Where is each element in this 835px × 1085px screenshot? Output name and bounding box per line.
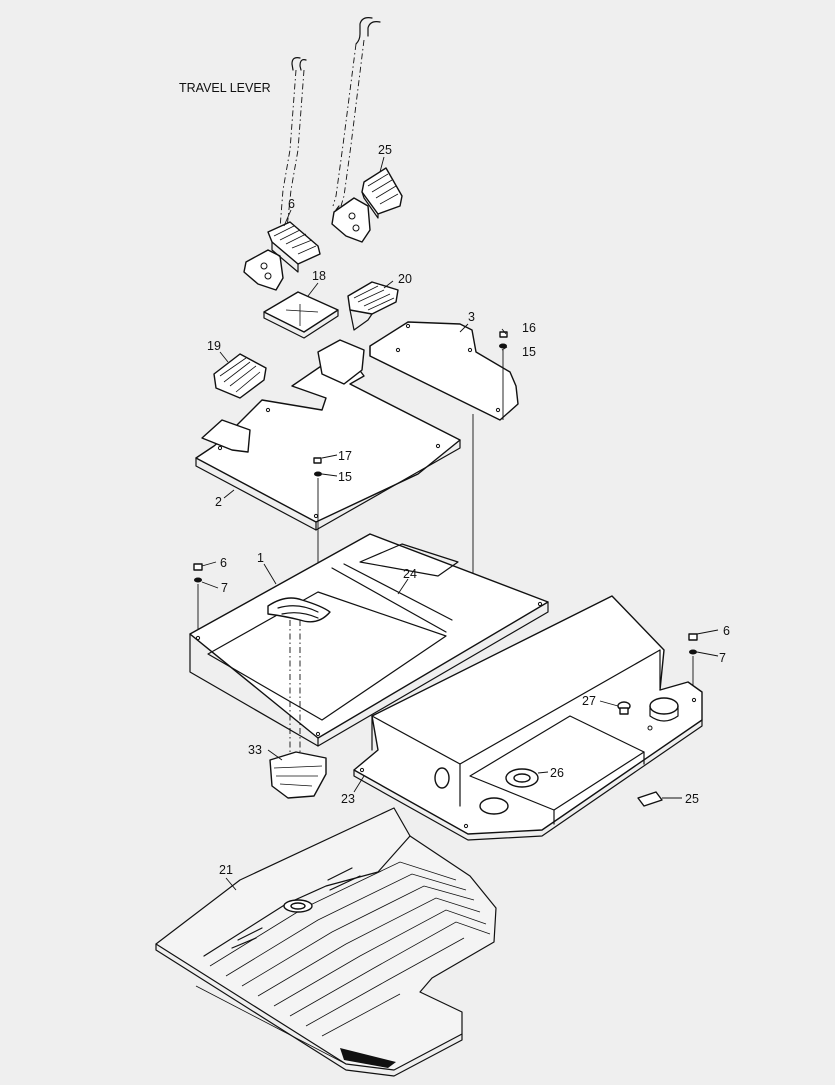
callout-1: 1 <box>257 551 264 565</box>
part-33-boot <box>269 620 327 799</box>
callout-12-center: 15 <box>338 470 352 484</box>
leader-lines <box>201 156 719 891</box>
callout-33: 33 <box>248 743 262 757</box>
callout-16: 18 <box>312 269 326 283</box>
callout-7-left: 7 <box>221 581 228 595</box>
callout-20: 25 <box>378 143 392 157</box>
pedal-pad-19 <box>267 221 321 273</box>
travel-lever-left <box>279 57 307 229</box>
part-1-base-frame <box>189 533 549 747</box>
callout-7-right: 7 <box>719 651 726 665</box>
part-17-pedal <box>213 353 267 399</box>
callout-17: 19 <box>207 339 221 353</box>
bolt-15-center <box>313 457 322 477</box>
callout-24: 24 <box>403 567 417 581</box>
part-2-floor-plate-main <box>195 339 461 531</box>
part-16-pad <box>263 291 339 339</box>
lever-bracket-right <box>331 197 371 243</box>
callout-26: 26 <box>550 766 564 780</box>
callout-2: 2 <box>215 495 222 509</box>
callout-6-left: 6 <box>220 556 227 570</box>
callout-3: 3 <box>468 310 475 324</box>
bolt-6-left <box>193 563 203 583</box>
callout-15-right: 16 <box>522 321 536 335</box>
part-25-block <box>637 791 663 807</box>
lever-bracket-left <box>243 249 284 291</box>
diagram-title: TRAVEL LEVER <box>179 81 271 95</box>
part-3-floor-plate-right <box>369 321 519 421</box>
bolt-15-right <box>499 331 508 349</box>
part-21-floor-mat <box>155 807 497 1077</box>
travel-lever-right <box>332 17 381 207</box>
callout-27: 27 <box>582 694 596 708</box>
callout-21: 21 <box>219 863 233 877</box>
callout-19: 6 <box>288 197 295 211</box>
pedal-pad-20 <box>361 167 403 219</box>
callout-18: 20 <box>398 272 412 286</box>
callout-23: 23 <box>341 792 355 806</box>
callout-15-center: 17 <box>338 449 352 463</box>
callout-25: 25 <box>685 792 699 806</box>
callout-12-right: 15 <box>522 345 536 359</box>
callout-6-right: 6 <box>723 624 730 638</box>
bolt-6-right <box>688 633 698 655</box>
part-18-pedal <box>347 281 399 331</box>
part-26-grommet <box>505 768 539 788</box>
part-23-console-box <box>353 595 703 841</box>
